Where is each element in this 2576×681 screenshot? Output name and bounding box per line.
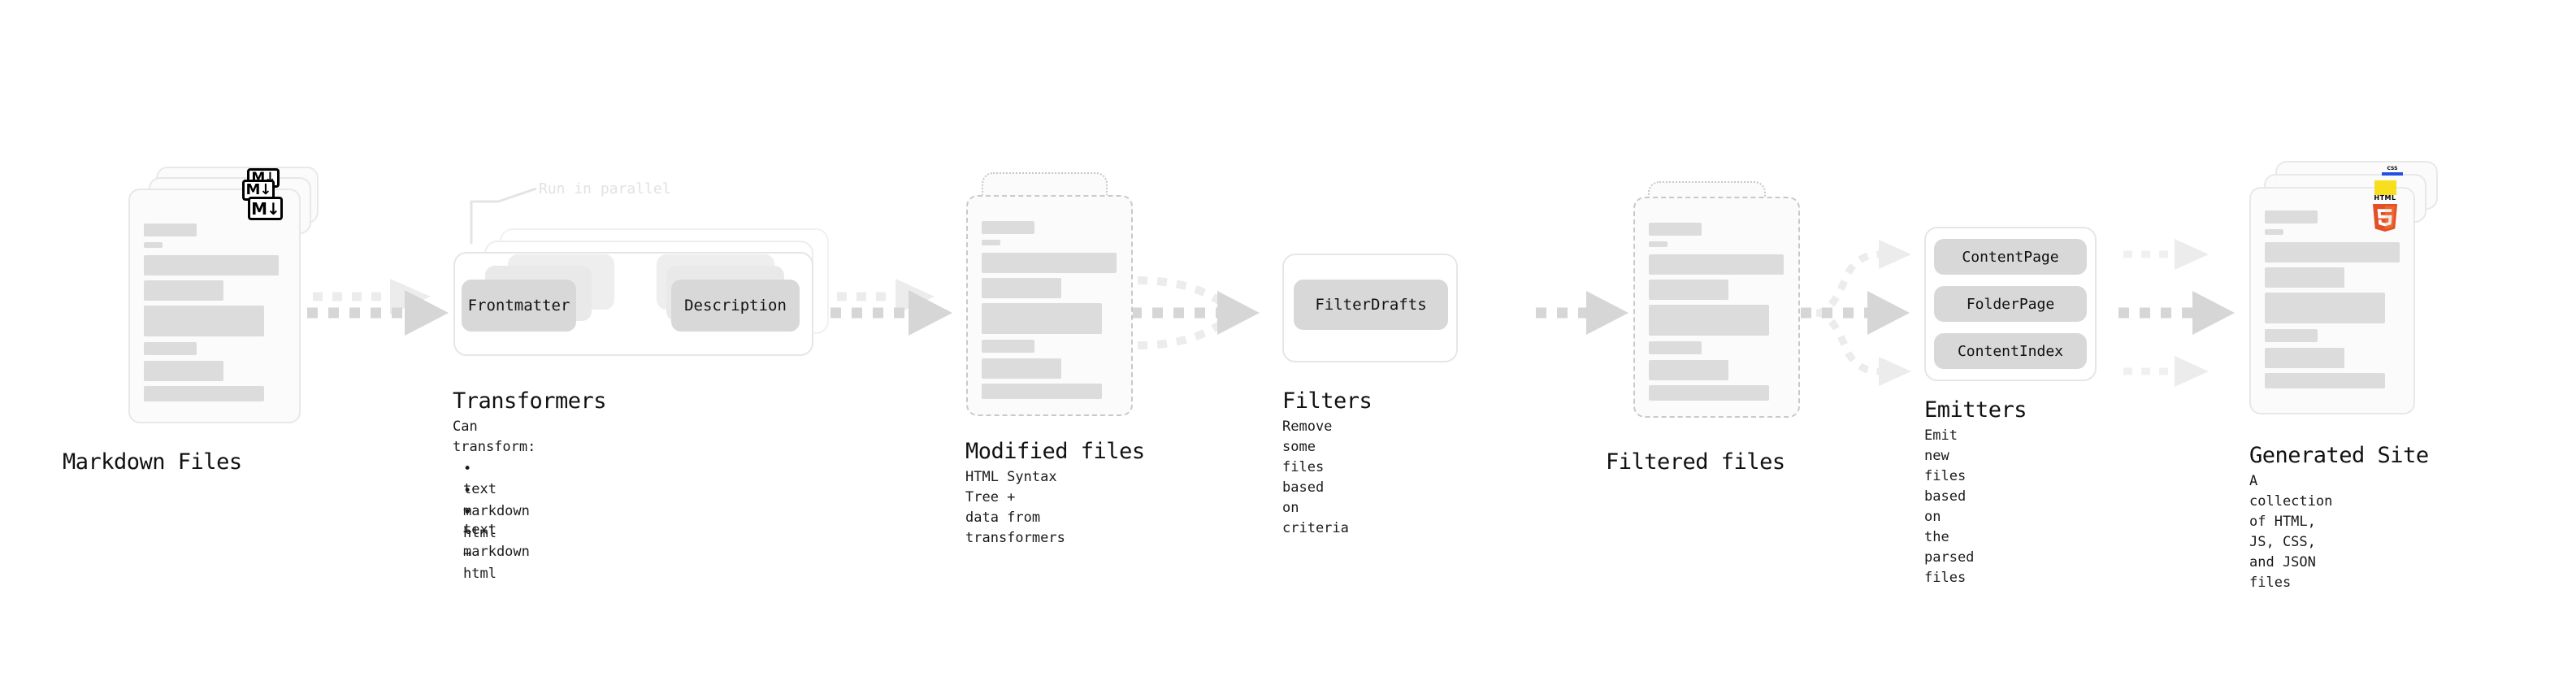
html5-badge: HTML — [2371, 195, 2399, 233]
skeleton-bar — [144, 386, 264, 401]
bullet-text: markdown → markdown — [463, 503, 530, 560]
markdown-badge: M↓ — [248, 197, 283, 220]
html5-shield-icon — [2372, 204, 2398, 232]
skeleton-bar — [1649, 223, 1702, 236]
arrow-emitters-to-site — [2118, 239, 2235, 387]
skeleton-bar — [2265, 373, 2385, 388]
stage-label-filters: Filters — [1282, 388, 1373, 414]
arrow-transformers-to-modified — [830, 279, 952, 336]
emitter-chip-contentpage[interactable]: ContentPage — [1934, 239, 2087, 275]
run-in-parallel-annotation: Run in parallel — [539, 180, 671, 197]
bullet-text: html → html — [463, 525, 497, 582]
emitter-chip-contentindex[interactable]: ContentIndex — [1934, 333, 2087, 369]
bullet-text: text → text — [463, 481, 497, 538]
transformer-chip-description[interactable]: Description — [671, 280, 800, 332]
stage-label-modified-files: Modified files — [965, 439, 1145, 464]
bullet-dot: • — [463, 505, 472, 521]
skeleton-bar — [2265, 267, 2344, 288]
transformer-chip-frontmatter[interactable]: Frontmatter — [462, 280, 576, 332]
emitter-chip-folderpage[interactable]: FolderPage — [1934, 286, 2087, 322]
skeleton-bar — [982, 384, 1102, 399]
skeleton-bar — [144, 242, 163, 248]
stage-label-markdown-files: Markdown Files — [63, 449, 242, 475]
emitters-description: Emit new files based on the parsed files — [1924, 427, 1975, 586]
transformers-bullet-1: • text → text — [463, 439, 497, 540]
stage-label-transformers: Transformers — [453, 388, 607, 414]
stage-label-emitters: Emitters — [1924, 397, 2027, 423]
css-badge-bar — [2382, 172, 2403, 176]
filter-chip-filterdrafts[interactable]: FilterDrafts — [1294, 280, 1448, 330]
transformers-bullet-3: • html → html — [463, 483, 497, 584]
skeleton-bar — [982, 340, 1034, 353]
skeleton-bar — [2265, 210, 2318, 223]
skeleton-bar — [144, 342, 197, 355]
modified-files-description: HTML Syntax Tree + data from transformer… — [965, 469, 1065, 546]
stage-label-filtered-files: Filtered files — [1606, 449, 1785, 475]
skeleton-bar — [1649, 360, 1728, 380]
css-badge-text: CSS — [2387, 166, 2398, 171]
skeleton-bar — [982, 253, 1117, 273]
stage-label-generated-site: Generated Site — [2249, 443, 2429, 468]
css-badge: CSS — [2382, 167, 2403, 176]
js-badge — [2374, 180, 2396, 195]
skeleton-bar — [2265, 229, 2283, 235]
bullet-dot: • — [463, 483, 472, 499]
skeleton-bar — [1649, 280, 1728, 300]
skeleton-bar — [982, 240, 1000, 245]
skeleton-bar — [144, 361, 223, 381]
skeleton-bar — [1649, 254, 1784, 275]
skeleton-bar — [2265, 329, 2318, 342]
skeleton-bar — [2265, 293, 2385, 323]
filters-description: Remove some files based on criteria — [1282, 419, 1349, 536]
arrow-modified-to-filters — [1131, 276, 1260, 349]
skeleton-bar — [144, 255, 279, 275]
skeleton-bar — [1649, 341, 1702, 354]
skeleton-bar — [144, 223, 197, 236]
skeleton-bar — [1649, 305, 1769, 336]
skeleton-bar — [2265, 348, 2344, 368]
skeleton-bar — [982, 303, 1102, 334]
skeleton-bar — [144, 306, 264, 336]
arrow-markdown-to-transformers — [307, 279, 449, 336]
arrow-filters-to-filtered — [1536, 291, 1628, 335]
transformers-bullet-2: • markdown → markdown — [463, 461, 530, 562]
transformers-description: Can transform: — [453, 419, 536, 455]
skeleton-bar — [1649, 241, 1667, 247]
skeleton-bar — [982, 221, 1034, 234]
skeleton-bar — [2265, 242, 2400, 262]
html5-badge-text: HTML — [2374, 194, 2396, 202]
generated-site-description: A collection of HTML, JS, CSS, and JSON … — [2249, 473, 2333, 591]
skeleton-bar — [1649, 385, 1769, 401]
skeleton-bar — [982, 358, 1061, 379]
skeleton-bar — [982, 278, 1061, 298]
skeleton-bar — [144, 280, 223, 301]
bullet-dot: • — [463, 461, 472, 477]
